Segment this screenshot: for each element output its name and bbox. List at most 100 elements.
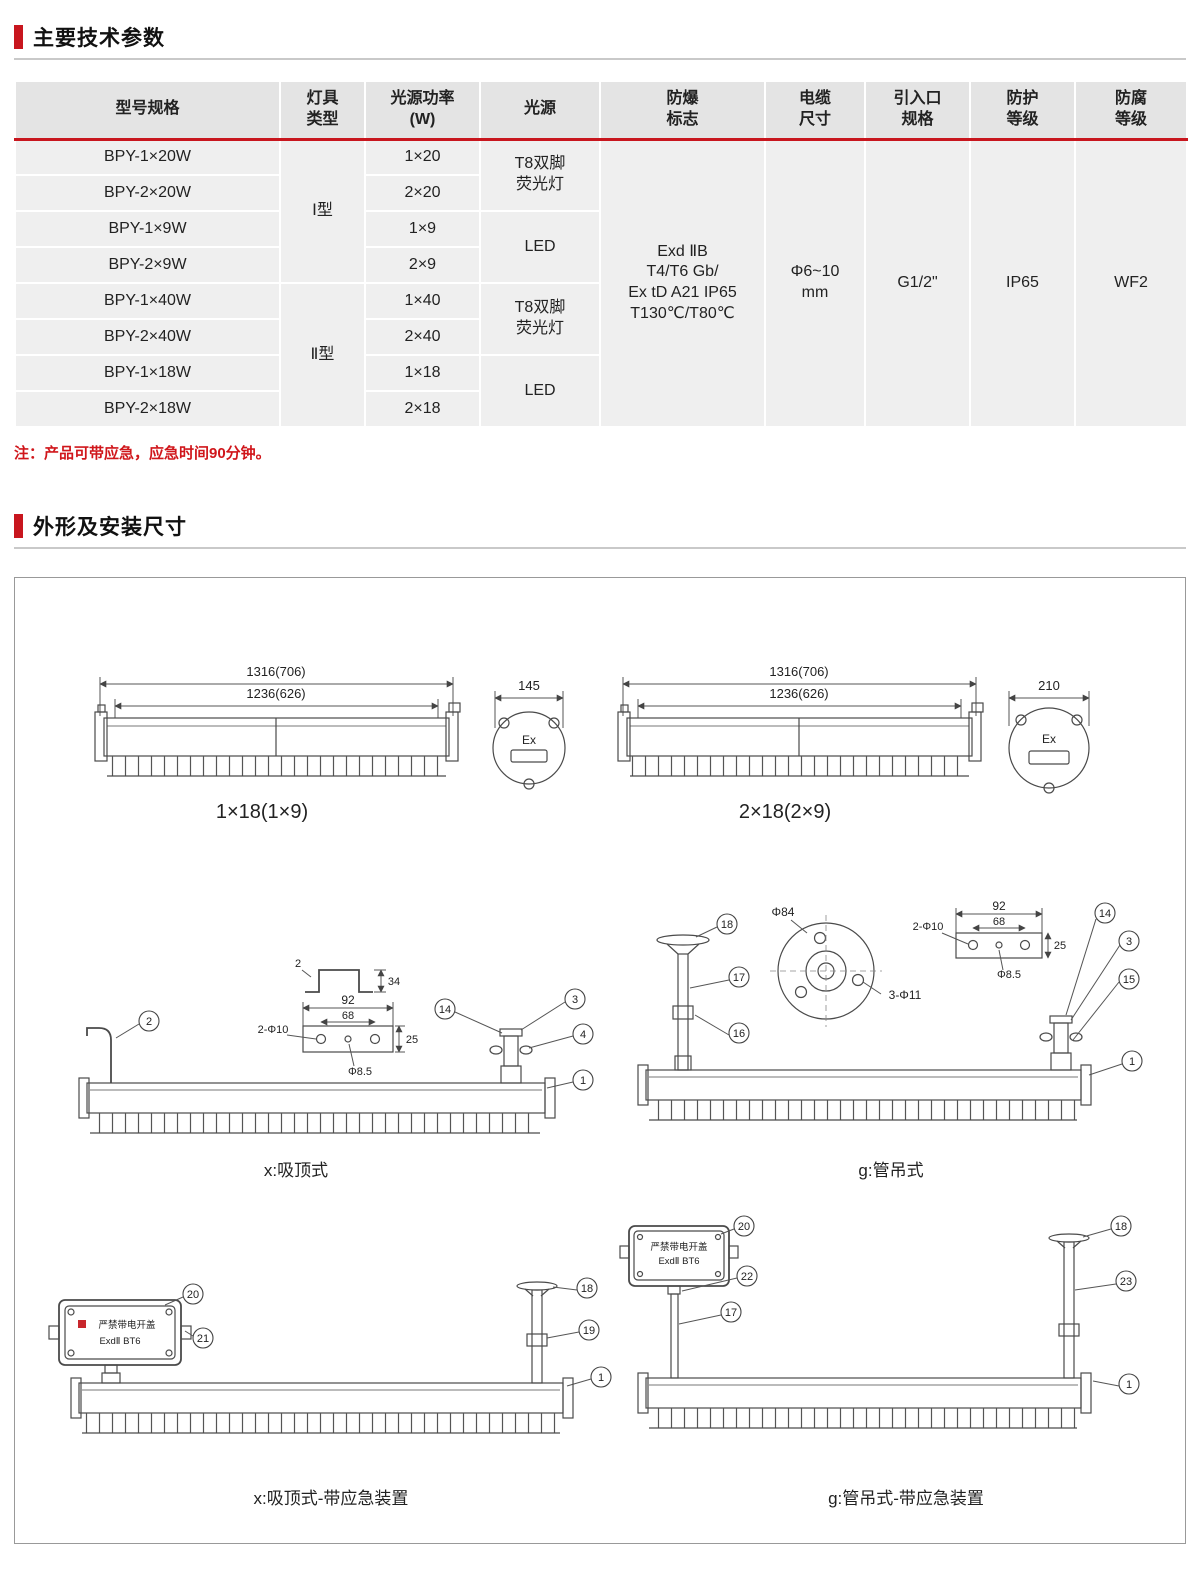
drawing-caption: g:管吊式 <box>858 1161 923 1180</box>
callout-1: 1 <box>546 1069 594 1091</box>
model-cell: BPY-2×9W <box>14 246 281 284</box>
dim-label: Φ84 <box>772 905 795 919</box>
section-header-params: 主要技术参数 <box>14 22 1186 52</box>
lamp-body <box>78 1382 564 1414</box>
callout-17: 17 <box>689 966 750 989</box>
brand-mark <box>78 1320 86 1328</box>
table-row: BPY-2×9W 2×9 <box>14 246 1187 284</box>
entry-fitting <box>503 1035 519 1067</box>
power-cell: 2×40 <box>364 318 481 356</box>
callout-18: 18 <box>695 913 738 938</box>
lamp-guard-cage <box>649 1100 1077 1120</box>
drawing-caption: 2×18(2×9) <box>739 801 831 823</box>
header-anticorrosion: 防腐 等级 <box>1074 80 1188 141</box>
model-cell: BPY-2×40W <box>14 318 281 356</box>
section-divider <box>14 547 1186 549</box>
callout-1: 1 <box>1088 1050 1143 1076</box>
svg-text:14: 14 <box>439 1004 451 1016</box>
protection-cell: IP65 <box>969 138 1076 428</box>
dim-label: 25 <box>406 1034 418 1046</box>
red-accent-bar <box>14 25 23 49</box>
model-cell: BPY-1×40W <box>14 282 281 320</box>
dim-label: 1236(626) <box>769 686 828 701</box>
callout-23: 23 <box>1074 1270 1137 1292</box>
header-type: 灯具 类型 <box>279 80 366 141</box>
section-title-params: 主要技术参数 <box>33 27 165 50</box>
lamp-guard-cage <box>90 1113 540 1133</box>
header-cable: 电缆 尺寸 <box>764 80 866 141</box>
dim-label: 1236(626) <box>246 686 305 701</box>
svg-text:22: 22 <box>741 1271 753 1283</box>
drawing-lamp-double-end: 210 Ex <box>1008 678 1090 794</box>
cable-cell: Φ6~10 mm <box>764 138 866 428</box>
table-row: BPY-1×18W 1×18 LED <box>14 354 1187 428</box>
dim-label: Φ8.5 <box>997 969 1021 981</box>
drawing-ceiling-mount: 2 34 92 68 2-Φ10 Φ8.5 <box>78 958 594 1180</box>
dim-label: 2-Φ10 <box>258 1024 289 1036</box>
header-entry: 引入口 规格 <box>864 80 971 141</box>
svg-text:19: 19 <box>583 1325 595 1337</box>
drawing-lamp-single-side: 1316(706) 1236(626) 1×18(1×9) <box>94 664 461 823</box>
callout-18: 18 <box>552 1277 598 1299</box>
callout-20: 20 <box>720 1215 755 1237</box>
hanging-pipe <box>1063 1241 1075 1379</box>
header-source: 光源 <box>479 80 601 141</box>
box-rating-text: ExdⅡ BT6 <box>658 1256 699 1267</box>
drawing-pipe-mount: 18 17 16 Φ <box>637 899 1143 1180</box>
callout-19: 19 <box>546 1319 600 1341</box>
callout-17: 17 <box>678 1301 742 1325</box>
callout-15: 15 <box>1072 968 1140 1041</box>
callout-20: 20 <box>164 1283 204 1306</box>
callout-1: 1 <box>566 1366 612 1388</box>
mounting-plate <box>955 932 1043 959</box>
dim-label: 68 <box>993 916 1005 928</box>
svg-text:1: 1 <box>1129 1056 1135 1068</box>
anticorrosion-cell: WF2 <box>1074 138 1188 428</box>
drawing-pipe-emergency: 严禁带电开盖 ExdⅡ BT6 20 22 <box>619 1215 1140 1508</box>
lamp-body <box>645 1377 1082 1409</box>
dim-label: 34 <box>388 976 400 988</box>
dim-label: 68 <box>342 1010 354 1022</box>
hanging-pipe <box>677 953 689 1071</box>
explosion-cell: Exd ⅡB T4/T6 Gb/ Ex tD A21 IP65 T130℃/T8… <box>599 138 766 428</box>
type-cell: Ⅱ型 <box>279 282 366 428</box>
callout-2: 2 <box>115 1010 160 1039</box>
dim-label: 1316(706) <box>246 664 305 679</box>
lamp-end-housing <box>1008 707 1090 789</box>
svg-text:21: 21 <box>197 1333 209 1345</box>
callout-14: 14 <box>434 998 503 1034</box>
entry-fitting <box>1053 1022 1069 1054</box>
svg-text:1: 1 <box>1126 1379 1132 1391</box>
drawing-lamp-single-end: 145 Ex <box>492 678 566 790</box>
svg-text:20: 20 <box>738 1221 750 1233</box>
ex-mark: Ex <box>1042 732 1056 746</box>
power-cell: 2×9 <box>364 246 481 284</box>
lamp-guard-cage <box>107 756 446 776</box>
dim-label: 2-Φ10 <box>913 921 944 933</box>
header-model: 型号规格 <box>14 80 281 141</box>
svg-text:18: 18 <box>1115 1221 1127 1233</box>
source-cell: LED <box>479 354 601 428</box>
ex-mark: Ex <box>522 733 536 747</box>
svg-text:18: 18 <box>581 1283 593 1295</box>
callout-3: 3 <box>520 988 586 1031</box>
svg-text:2: 2 <box>146 1016 152 1028</box>
header-power: 光源功率 (W) <box>364 80 481 141</box>
model-cell: BPY-2×20W <box>14 174 281 212</box>
svg-text:15: 15 <box>1123 974 1135 986</box>
box-warning-text: 严禁带电开盖 <box>98 1319 156 1331</box>
source-cell: T8双脚 荧光灯 <box>479 138 601 212</box>
drawing-caption: 1×18(1×9) <box>216 801 308 823</box>
source-cell: LED <box>479 210 601 284</box>
callout-21: 21 <box>184 1327 214 1349</box>
dim-label: 3-Φ11 <box>889 988 922 1002</box>
lamp-guard-cage <box>649 1408 1077 1428</box>
emergency-note: 注：产品可带应急，应急时间90分钟。 <box>14 445 271 462</box>
dim-label: 145 <box>518 678 540 693</box>
ceiling-hook-bracket <box>86 1027 112 1083</box>
drawing-ceiling-emergency: 严禁带电开盖 ExdⅡ BT6 20 21 <box>48 1277 612 1508</box>
emergency-junction-box <box>58 1299 182 1366</box>
callout-16: 16 <box>694 1014 750 1044</box>
power-cell: 1×40 <box>364 282 481 320</box>
power-cell: 2×18 <box>364 390 481 428</box>
